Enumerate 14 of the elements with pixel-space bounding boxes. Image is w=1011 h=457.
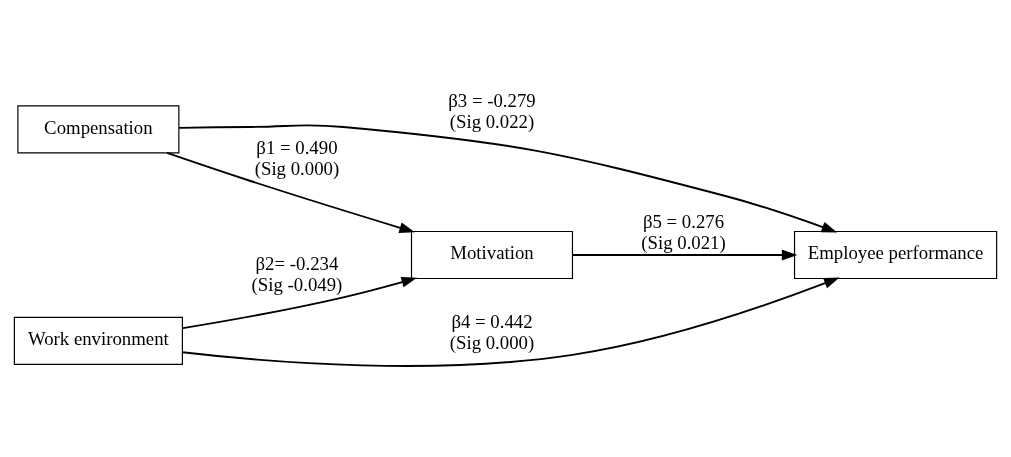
arrow [571, 249, 798, 260]
edge-label: β4 = 0.442 (Sig 0.000) [449, 310, 535, 353]
edge-label: β3 = -0.279 (Sig 0.022) [448, 89, 536, 132]
node-box: Work environment [13, 316, 183, 365]
node-box: Motivation [410, 230, 574, 279]
arrow [166, 151, 415, 233]
node-box: Employee performance [793, 230, 998, 279]
arrow [181, 277, 840, 367]
edge-label: β1 = 0.490 (Sig 0.000) [254, 136, 340, 179]
edge-label: β2= -0.234 (Sig -0.049) [251, 252, 343, 295]
arrow [178, 123, 838, 232]
node-box: Compensation [17, 104, 180, 153]
edge-label: β5 = 0.276 (Sig 0.021) [641, 210, 726, 253]
arrow [182, 276, 418, 329]
